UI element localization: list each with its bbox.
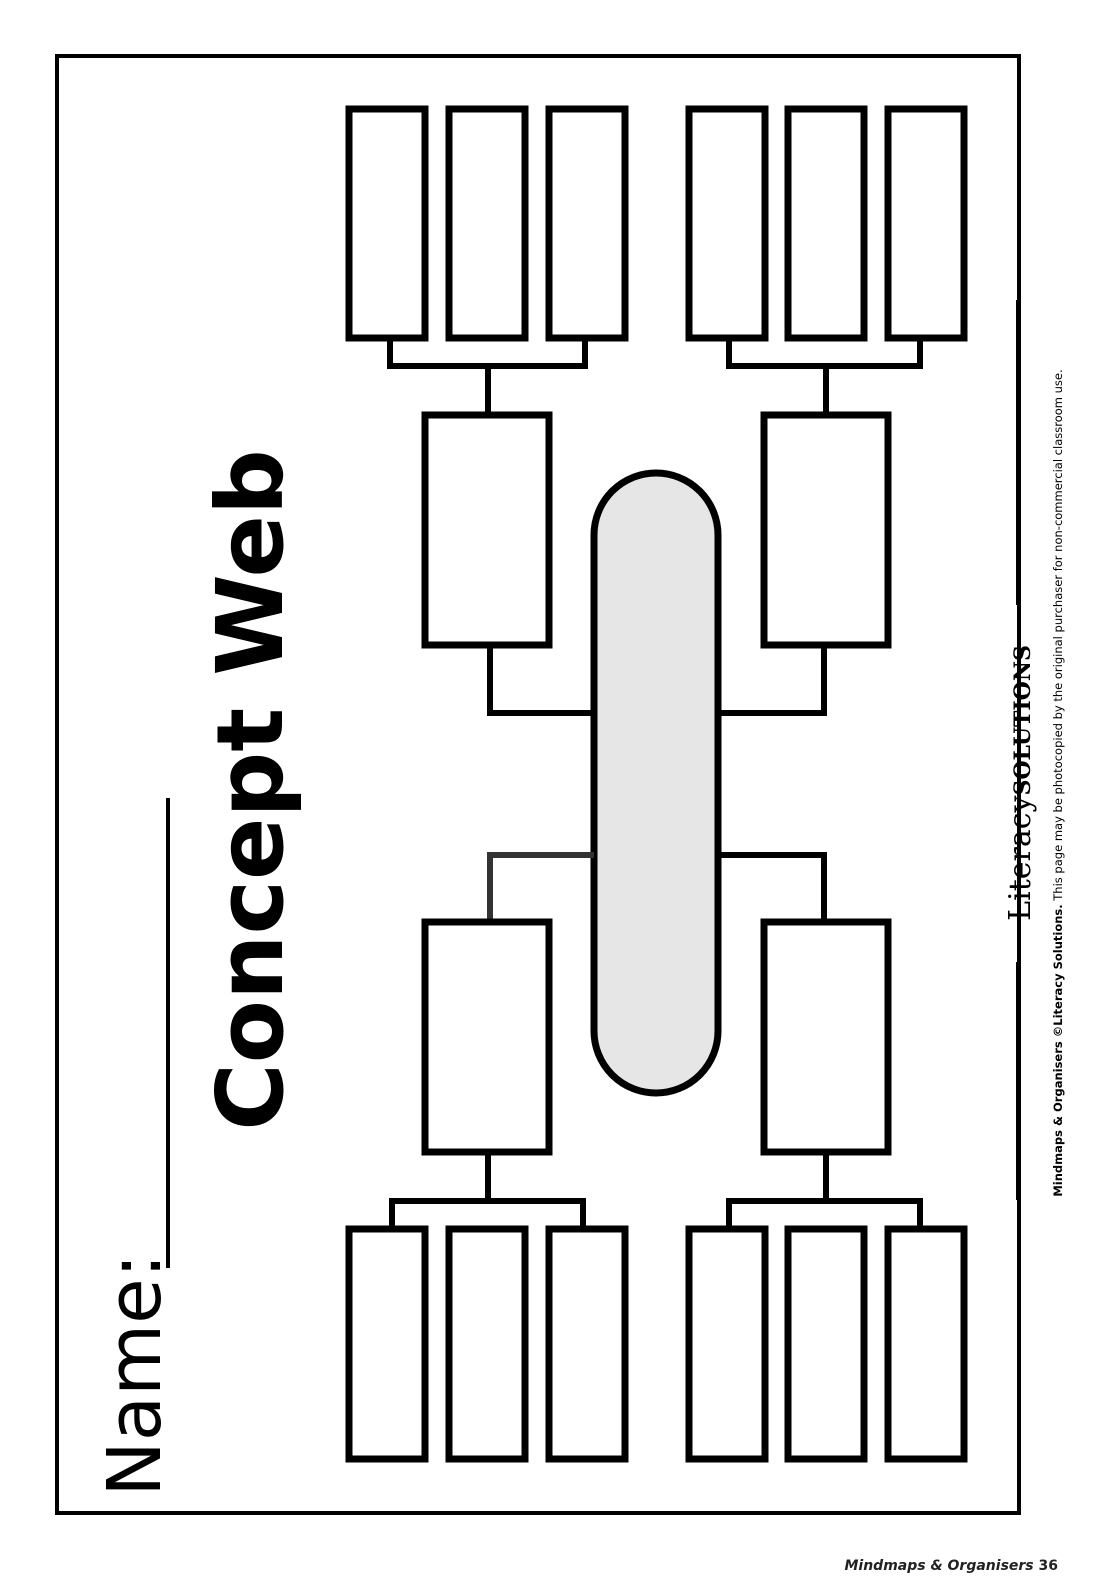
top-detail-boxes — [345, 105, 968, 342]
brand-literacy: Literacy — [1003, 795, 1038, 920]
svg-text:Mindmaps & Organisers ©Literac: Mindmaps & Organisers ©Literacy Solution… — [1051, 369, 1065, 1196]
footer-title: Mindmaps & Organisers — [844, 1558, 1034, 1574]
subtopic-box-top-left[interactable] — [421, 411, 553, 649]
secondary-boxes — [421, 411, 892, 1156]
footer-page-number: 36 — [1038, 1558, 1058, 1574]
detail-box[interactable] — [445, 105, 529, 342]
detail-box[interactable] — [784, 1225, 868, 1463]
name-label: Name: — [92, 1253, 178, 1496]
detail-box[interactable] — [545, 105, 629, 342]
detail-box[interactable] — [445, 1225, 529, 1463]
detail-box[interactable] — [884, 105, 968, 342]
detail-box[interactable] — [685, 1225, 769, 1463]
subtopic-box-bottom-right[interactable] — [760, 918, 892, 1156]
detail-box[interactable] — [545, 1225, 629, 1463]
connector-bottom-right — [718, 852, 827, 922]
central-concept-box[interactable] — [590, 469, 722, 1097]
detail-box[interactable] — [345, 1225, 429, 1463]
worksheet-title: Concept Web — [197, 449, 304, 1130]
page-border — [55, 54, 1021, 1515]
copyright-strong: Mindmaps & Organisers ©Literacy Solution… — [1051, 904, 1065, 1196]
subtopic-box-top-right[interactable] — [760, 411, 892, 649]
detail-box[interactable] — [345, 105, 429, 342]
copyright-rest: This page may be photocopied by the orig… — [1051, 369, 1065, 901]
detail-box[interactable] — [884, 1225, 968, 1463]
center-connectors — [487, 645, 827, 922]
connector-bottom-left — [487, 852, 594, 922]
connector-top-right — [718, 645, 827, 716]
bottom-branch-connectors — [389, 1152, 923, 1229]
top-branch-connectors — [387, 338, 923, 415]
brand-logo: LiteracySOLUTIONS — [1003, 645, 1038, 921]
subtopic-box-bottom-left[interactable] — [421, 918, 553, 1156]
copyright-notice: Mindmaps & Organisers ©Literacy Solution… — [1051, 369, 1065, 1196]
detail-box[interactable] — [784, 105, 868, 342]
bottom-detail-boxes — [345, 1225, 968, 1463]
detail-box[interactable] — [685, 105, 769, 342]
page-footer: Mindmaps & Organisers 36 — [844, 1558, 1058, 1574]
svg-text:LiteracySOLUTIONS: LiteracySOLUTIONS — [1003, 645, 1038, 921]
connector-top-left — [487, 645, 594, 716]
brand-solutions: SOLUTIONS — [1010, 645, 1036, 795]
